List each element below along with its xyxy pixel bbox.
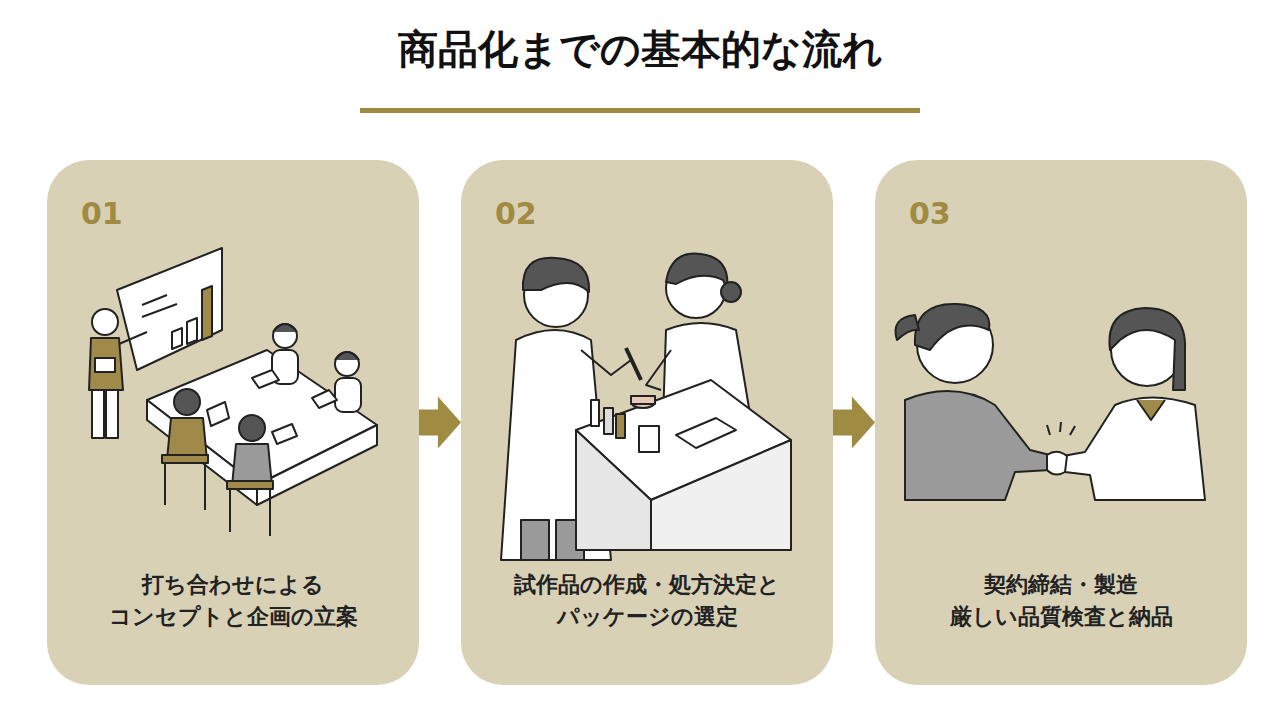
step-panel: 03 契約締結・製造 厳しい品質検査と納品 (875, 160, 1247, 685)
lab-illustration (461, 220, 833, 580)
flow-arrow (833, 397, 875, 449)
meeting-illustration (47, 220, 419, 580)
step-caption: 試作品の作成・処方決定と パッケージの選定 (492, 569, 802, 633)
handshake-illustration (875, 220, 1247, 580)
title-underline (360, 108, 920, 113)
step-number: 03 (899, 196, 951, 231)
flow-arrow (419, 397, 461, 449)
step-caption: 契約締結・製造 厳しい品質検査と納品 (906, 569, 1216, 633)
step-number: 01 (71, 196, 123, 231)
step-caption: 打ち合わせによる コンセプトと企画の立案 (78, 569, 388, 633)
step-panel: 01 打ち合わせによる コンセプトと企画の立案 (47, 160, 419, 685)
step-number: 02 (485, 196, 537, 231)
diagram-title: 商品化までの基本的な流れ (0, 22, 1280, 77)
step-panel: 02 試作品の作成・処方決定と パッケージの選定 (461, 160, 833, 685)
